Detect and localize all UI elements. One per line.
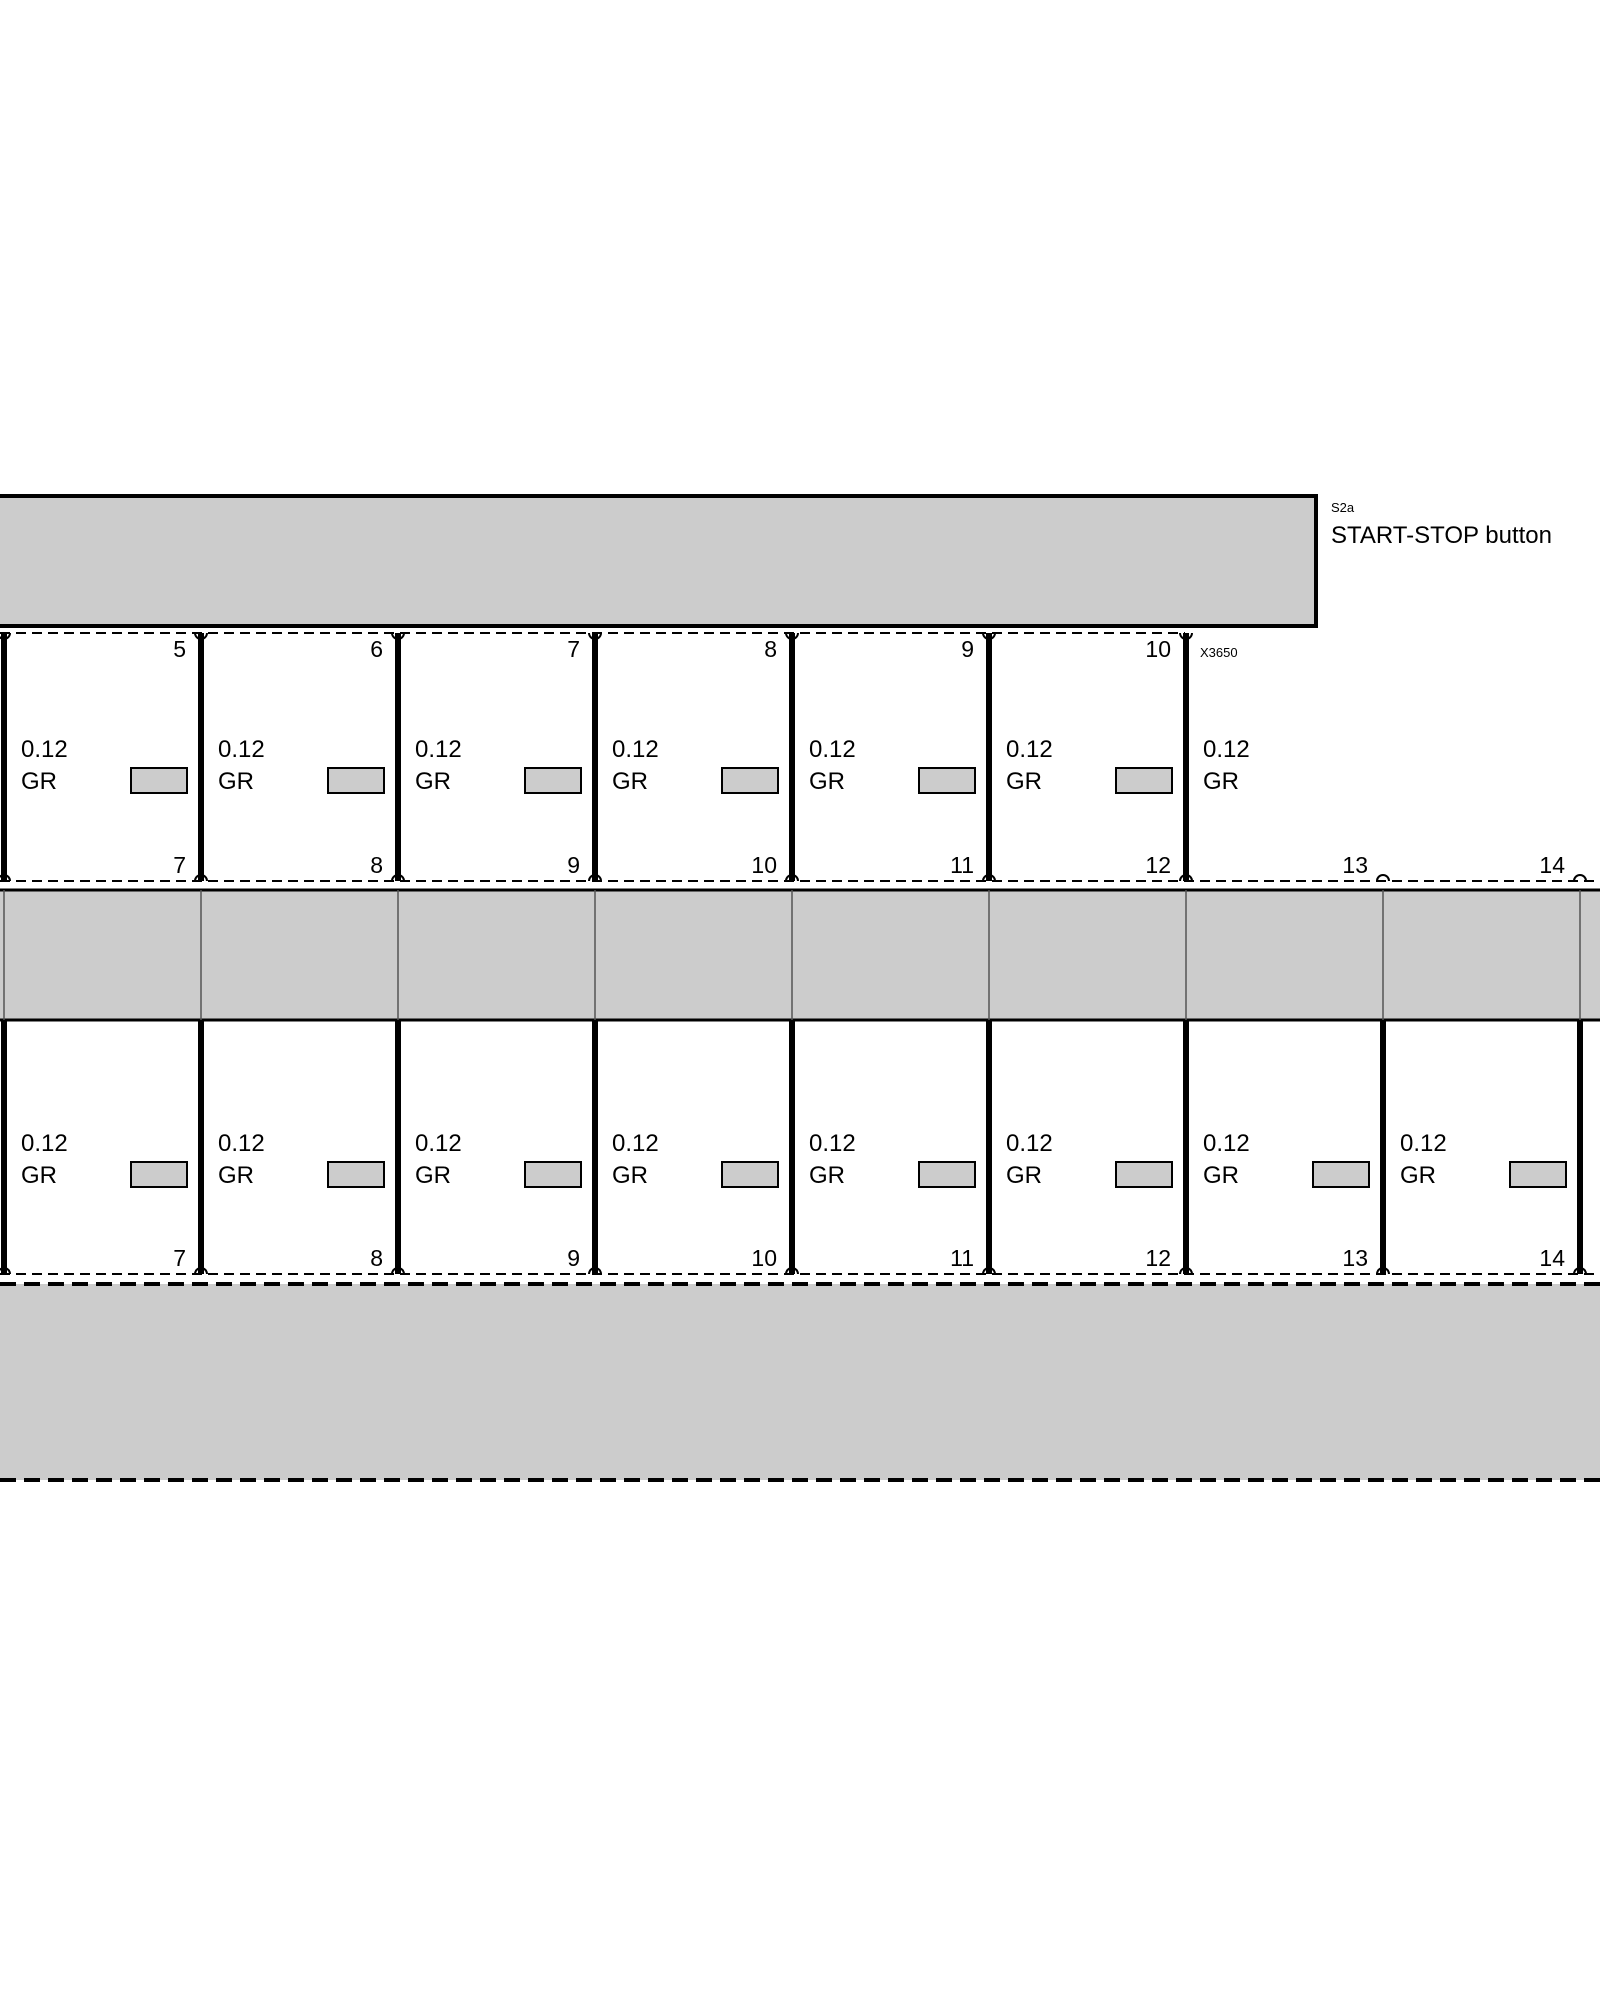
- pin-contact: [785, 874, 799, 882]
- wire-gauge: 0.12: [21, 736, 68, 763]
- wire-color-swatch: [918, 1161, 976, 1188]
- pin-contact: [1573, 874, 1587, 882]
- start-stop-button-body: [0, 494, 1318, 628]
- wire-color: GR: [415, 768, 451, 795]
- wire-color: GR: [415, 1162, 451, 1189]
- pin-contact: [982, 1267, 996, 1275]
- wire-gauge: 0.12: [1006, 1130, 1053, 1157]
- wire-color-swatch: [524, 767, 582, 794]
- pin-number: 8: [764, 636, 777, 662]
- wire-color: GR: [1203, 768, 1239, 795]
- component-label: START-STOP button: [1331, 522, 1552, 549]
- pin-number: 9: [567, 852, 580, 878]
- wire-color-swatch: [1312, 1161, 1370, 1188]
- wire-color-swatch: [327, 1161, 385, 1188]
- wire-color: GR: [21, 768, 57, 795]
- wire-color: GR: [218, 768, 254, 795]
- pin-number: 8: [370, 852, 383, 878]
- pin-contact: [1573, 1267, 1587, 1275]
- wire-color: GR: [612, 768, 648, 795]
- wire-gauge: 0.12: [809, 1130, 856, 1157]
- pin-number: 10: [751, 1245, 777, 1271]
- wire-color-swatch: [130, 767, 188, 794]
- pin-contact: [1376, 1267, 1390, 1275]
- pin-contact: [391, 1267, 405, 1275]
- pin-number: 14: [1539, 1245, 1565, 1271]
- pin-number: 6: [370, 636, 383, 662]
- pin-contact: [1179, 1267, 1193, 1275]
- wire-color: GR: [809, 1162, 845, 1189]
- wire-gauge: 0.12: [218, 1130, 265, 1157]
- pin-contact: [391, 874, 405, 882]
- pin-contact: [982, 874, 996, 882]
- wire-gauge: 0.12: [612, 736, 659, 763]
- wire-color: GR: [218, 1162, 254, 1189]
- wire-color-swatch: [1115, 1161, 1173, 1188]
- pin-number: 5: [173, 636, 186, 662]
- pin-contact: [0, 1267, 11, 1275]
- wire-gauge: 0.12: [21, 1130, 68, 1157]
- pin-contact: [194, 874, 208, 882]
- pin-contact: [1376, 874, 1390, 882]
- pin-number: 12: [1145, 852, 1171, 878]
- wire-color: GR: [1400, 1162, 1436, 1189]
- wire-gauge: 0.12: [1203, 1130, 1250, 1157]
- component-code: S2a: [1331, 500, 1355, 515]
- pin-contact: [1179, 874, 1193, 882]
- wire-gauge: 0.12: [415, 1130, 462, 1157]
- wire-color-swatch: [524, 1161, 582, 1188]
- pin-number: 7: [173, 852, 186, 878]
- pin-number: 12: [1145, 1245, 1171, 1271]
- wire-color: GR: [809, 768, 845, 795]
- wire-color: GR: [1006, 1162, 1042, 1189]
- pin-number: 9: [567, 1245, 580, 1271]
- pin-number: 11: [950, 1245, 974, 1271]
- wire-gauge: 0.12: [612, 1130, 659, 1157]
- pin-number: 9: [961, 636, 974, 662]
- wire-gauge: 0.12: [809, 736, 856, 763]
- wire-color-swatch: [721, 1161, 779, 1188]
- wire-gauge: 0.12: [218, 736, 265, 763]
- pin-number: 8: [370, 1245, 383, 1271]
- connector-code: X3650: [1200, 645, 1238, 660]
- pin-number: 13: [1342, 852, 1368, 878]
- wire-color: GR: [612, 1162, 648, 1189]
- wire-color: GR: [21, 1162, 57, 1189]
- pin-number: 11: [950, 852, 974, 878]
- pin-number: 13: [1342, 1245, 1368, 1271]
- pin-number: 10: [1145, 636, 1171, 662]
- inline-connector-strip: [0, 888, 1600, 1022]
- pin-contact: [785, 1267, 799, 1275]
- pin-number: 7: [173, 1245, 186, 1271]
- wire-color-swatch: [327, 767, 385, 794]
- pin-contact: [0, 874, 11, 882]
- wire-color: GR: [1006, 768, 1042, 795]
- wire-color: GR: [1203, 1162, 1239, 1189]
- wire-color-swatch: [1509, 1161, 1567, 1188]
- wire-gauge: 0.12: [1203, 736, 1250, 763]
- wire-gauge: 0.12: [1400, 1130, 1447, 1157]
- wire-color-swatch: [918, 767, 976, 794]
- lower-control-unit-body: [0, 1284, 1600, 1480]
- wire-color-swatch: [721, 767, 779, 794]
- pin-number: 10: [751, 852, 777, 878]
- pin-number: 7: [567, 636, 580, 662]
- pin-contact: [588, 874, 602, 882]
- wire-gauge: 0.12: [415, 736, 462, 763]
- wire-gauge: 0.12: [1006, 736, 1053, 763]
- wire-color-swatch: [130, 1161, 188, 1188]
- pin-contact: [194, 1267, 208, 1275]
- pin-number: 14: [1539, 852, 1565, 878]
- pin-contact: [588, 1267, 602, 1275]
- wire-color-swatch: [1115, 767, 1173, 794]
